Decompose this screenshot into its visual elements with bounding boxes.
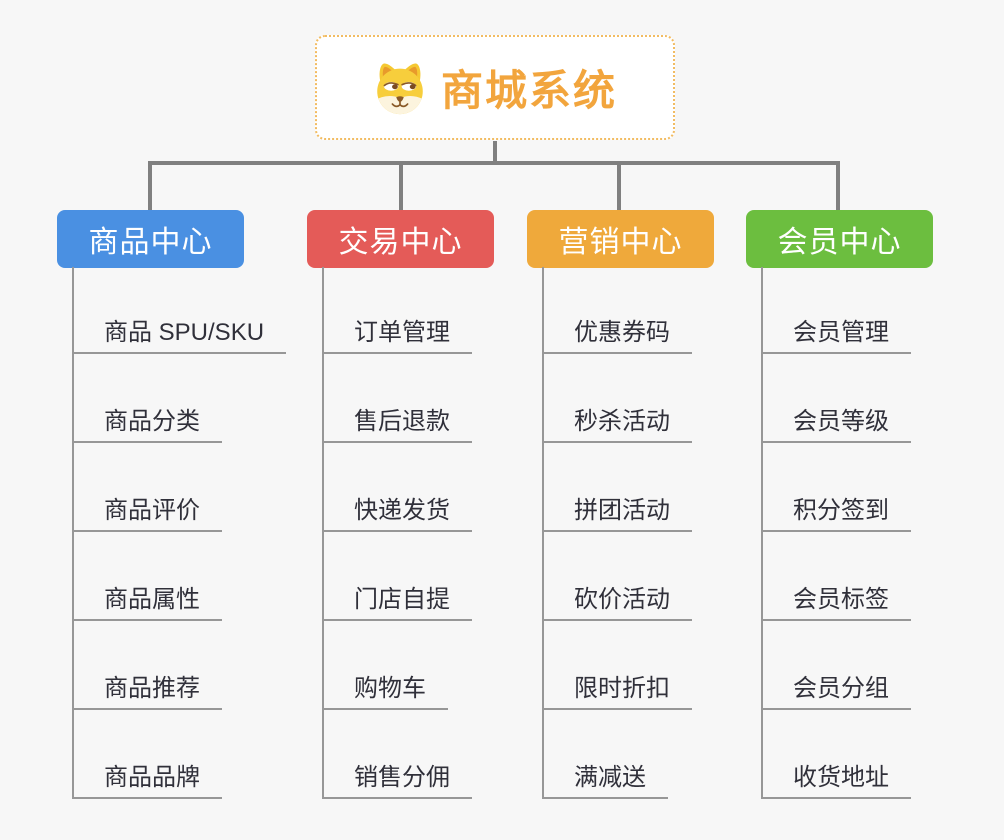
child-row: 订单管理 bbox=[322, 265, 572, 354]
branch-node-members[interactable]: 会员中心 bbox=[746, 210, 933, 268]
child-node[interactable]: 拼团活动 bbox=[542, 490, 692, 532]
child-node[interactable]: 砍价活动 bbox=[542, 579, 692, 621]
root-node[interactable]: 商城系统 bbox=[315, 35, 675, 140]
child-node[interactable]: 商品 SPU/SKU bbox=[72, 312, 287, 354]
children-products: 商品 SPU/SKU 商品分类 商品评价 商品属性 商品推荐 商品品牌 bbox=[72, 265, 322, 799]
child-row: 商品属性 bbox=[72, 532, 322, 621]
child-node[interactable]: 积分签到 bbox=[761, 490, 911, 532]
child-row: 限时折扣 bbox=[542, 621, 792, 710]
child-row: 砍价活动 bbox=[542, 532, 792, 621]
child-row: 会员分组 bbox=[761, 621, 1004, 710]
child-row: 销售分佣 bbox=[322, 710, 572, 799]
child-node[interactable]: 收货地址 bbox=[761, 757, 911, 799]
child-row: 满减送 bbox=[542, 710, 792, 799]
doge-icon bbox=[373, 61, 427, 115]
child-node[interactable]: 会员标签 bbox=[761, 579, 911, 621]
child-node[interactable]: 快递发货 bbox=[322, 490, 472, 532]
child-row: 收货地址 bbox=[761, 710, 1004, 799]
connector-drop-trade bbox=[399, 161, 403, 211]
child-node[interactable]: 满减送 bbox=[542, 757, 668, 799]
connector-drop-products bbox=[148, 161, 152, 211]
child-node[interactable]: 限时折扣 bbox=[542, 668, 692, 710]
connector-drop-members bbox=[836, 161, 840, 211]
connector-drop-marketing bbox=[617, 161, 621, 211]
child-node[interactable]: 购物车 bbox=[322, 668, 448, 710]
branch-node-marketing[interactable]: 营销中心 bbox=[527, 210, 714, 268]
child-node[interactable]: 商品分类 bbox=[72, 401, 222, 443]
child-node[interactable]: 门店自提 bbox=[322, 579, 472, 621]
child-node[interactable]: 商品品牌 bbox=[72, 757, 222, 799]
child-node[interactable]: 会员等级 bbox=[761, 401, 911, 443]
child-row: 商品 SPU/SKU bbox=[72, 265, 322, 354]
child-row: 会员标签 bbox=[761, 532, 1004, 621]
child-node[interactable]: 会员管理 bbox=[761, 312, 911, 354]
child-row: 积分签到 bbox=[761, 443, 1004, 532]
child-row: 售后退款 bbox=[322, 354, 572, 443]
children-trade: 订单管理 售后退款 快递发货 门店自提 购物车 销售分佣 bbox=[322, 265, 572, 799]
root-title: 商城系统 bbox=[440, 67, 617, 114]
child-node[interactable]: 销售分佣 bbox=[322, 757, 472, 799]
child-row: 拼团活动 bbox=[542, 443, 792, 532]
children-marketing: 优惠券码 秒杀活动 拼团活动 砍价活动 限时折扣 满减送 bbox=[542, 265, 792, 799]
branch-node-trade[interactable]: 交易中心 bbox=[307, 210, 494, 268]
child-row: 会员等级 bbox=[761, 354, 1004, 443]
child-node[interactable]: 订单管理 bbox=[322, 312, 472, 354]
child-row: 快递发货 bbox=[322, 443, 572, 532]
child-row: 门店自提 bbox=[322, 532, 572, 621]
child-row: 会员管理 bbox=[761, 265, 1004, 354]
stem-products bbox=[72, 267, 74, 799]
child-row: 优惠券码 bbox=[542, 265, 792, 354]
child-row: 商品推荐 bbox=[72, 621, 322, 710]
connector-root-drop bbox=[493, 141, 497, 163]
stem-members bbox=[761, 267, 763, 799]
child-node[interactable]: 秒杀活动 bbox=[542, 401, 692, 443]
child-node[interactable]: 商品推荐 bbox=[72, 668, 222, 710]
children-members: 会员管理 会员等级 积分签到 会员标签 会员分组 收货地址 bbox=[761, 265, 1004, 799]
child-node[interactable]: 商品评价 bbox=[72, 490, 222, 532]
child-row: 秒杀活动 bbox=[542, 354, 792, 443]
child-node[interactable]: 优惠券码 bbox=[542, 312, 692, 354]
stem-marketing bbox=[542, 267, 544, 799]
connector-bus bbox=[148, 161, 840, 165]
child-node[interactable]: 会员分组 bbox=[761, 668, 911, 710]
child-row: 购物车 bbox=[322, 621, 572, 710]
child-node[interactable]: 售后退款 bbox=[322, 401, 472, 443]
stem-trade bbox=[322, 267, 324, 799]
child-row: 商品评价 bbox=[72, 443, 322, 532]
child-node[interactable]: 商品属性 bbox=[72, 579, 222, 621]
child-row: 商品品牌 bbox=[72, 710, 322, 799]
branch-node-products[interactable]: 商品中心 bbox=[57, 210, 244, 268]
child-row: 商品分类 bbox=[72, 354, 322, 443]
